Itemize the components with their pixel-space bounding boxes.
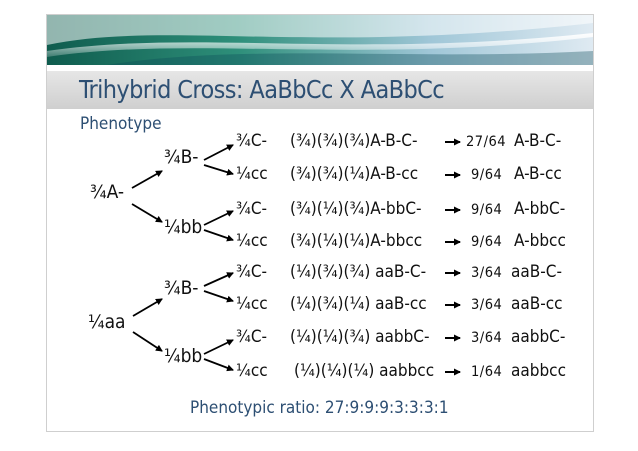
arrow-b-to-c-2	[203, 272, 234, 287]
ratio-value-1: 27/64	[466, 134, 507, 150]
c-label-2: ¼cc	[236, 164, 268, 184]
c-label-7: ¾C-	[236, 327, 268, 347]
ratio-value-2: 9/64	[471, 167, 503, 183]
ratio-value-4: 9/64	[471, 234, 503, 250]
ratio-value-7: 3/64	[471, 330, 503, 346]
title-bar: Trihybrid Cross: AaBbCc X AaBbCc	[47, 71, 593, 109]
probability-2: (¾)(¾)(¼)A-B-cc	[290, 164, 419, 184]
ratio-value-3: 9/64	[471, 202, 503, 218]
arrow-b-to-cc-1	[203, 164, 234, 176]
ratio-value-6: 3/64	[471, 297, 503, 313]
phenotype-6: aaB-cc	[511, 294, 563, 314]
c-label-5: ¾C-	[236, 262, 268, 282]
arrow-b-to-c-1	[203, 144, 234, 161]
slide-title: Trihybrid Cross: AaBbCc X AaBbCc	[79, 75, 445, 104]
c-label-1: ¾C-	[236, 131, 268, 151]
level1-label-aa: ¼aa	[88, 311, 126, 333]
level2-label-bb-2: ¼bb	[164, 345, 203, 367]
arrow-aa-to-bb	[132, 331, 163, 352]
level2-label-b-1: ¾B-	[164, 146, 199, 168]
slide: Trihybrid Cross: AaBbCc X AaBbCc Phenoty…	[46, 14, 594, 432]
arrow-bb-to-c-2	[203, 339, 234, 355]
probability-8: (¼)(¼)(¼) aabbcc	[294, 361, 435, 381]
phenotype-3: A-bbC-	[514, 199, 566, 219]
phenotype-8: aabbcc	[511, 361, 566, 381]
arrow-bb-to-c-1	[203, 210, 234, 226]
level2-label-b-2: ¾B-	[164, 277, 199, 299]
phenotypic-ratio: Phenotypic ratio: 27:9:9:9:3:3:3:1	[190, 398, 449, 418]
probability-5: (¼)(¾)(¾) aaB-C-	[290, 262, 427, 282]
probability-7: (¼)(¼)(¾) aabbC-	[290, 327, 430, 347]
arrow-a-to-bb	[131, 203, 163, 223]
arrow-b-to-cc-2	[203, 290, 234, 303]
branch-arrows	[131, 138, 461, 376]
header-banner-image	[47, 15, 593, 65]
phenotype-label: Phenotype	[80, 114, 162, 134]
phenotype-1: A-B-C-	[514, 131, 562, 151]
ratio-value-8: 1/64	[471, 364, 503, 380]
c-label-4: ¼cc	[236, 231, 268, 251]
probability-3: (¾)(¼)(¾)A-bbC-	[290, 199, 422, 219]
arrow-aa-to-b	[132, 298, 163, 317]
probability-6: (¼)(¾)(¼) aaB-cc	[290, 294, 427, 314]
phenotype-7: aabbC-	[511, 327, 566, 347]
phenotype-2: A-B-cc	[514, 164, 562, 184]
level1-label-a: ¾A-	[90, 181, 125, 203]
ratio-value-5: 3/64	[471, 265, 503, 281]
level2-label-bb-1: ¼bb	[164, 216, 203, 238]
arrow-a-to-b	[131, 170, 163, 189]
phenotype-4: A-bbcc	[514, 231, 566, 251]
arrow-bb-to-cc-1	[203, 229, 234, 242]
phenotype-5: aaB-C-	[511, 262, 562, 282]
arrow-bb-to-cc-2	[203, 358, 234, 372]
probability-1: (¾)(¾)(¾)A-B-C-	[290, 131, 418, 151]
c-label-3: ¾C-	[236, 199, 268, 219]
probability-4: (¾)(¼)(¼)A-bbcc	[290, 231, 423, 251]
c-label-8: ¼cc	[236, 361, 268, 381]
c-label-6: ¼cc	[236, 294, 268, 314]
